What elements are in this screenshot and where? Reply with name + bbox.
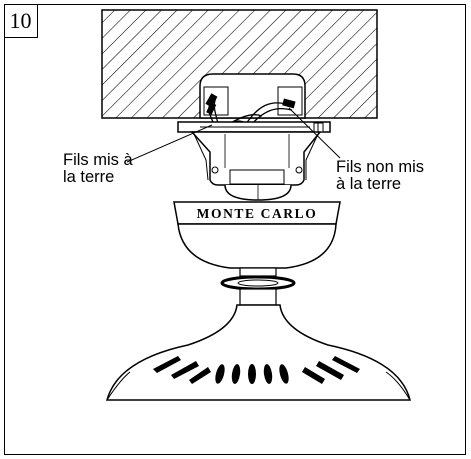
wire-connectors bbox=[205, 93, 296, 115]
junction-box-slot-right bbox=[277, 86, 303, 116]
canopy bbox=[190, 131, 322, 186]
coupling-top bbox=[239, 267, 277, 277]
label-grounded-wires: Fils mis à la terre bbox=[63, 151, 133, 186]
coupling-stem bbox=[239, 288, 277, 306]
leader-line-grounded bbox=[126, 124, 213, 163]
junction-box bbox=[199, 73, 306, 119]
step-number: 10 bbox=[4, 4, 38, 38]
motor-housing bbox=[177, 223, 337, 269]
leader-line-ungrounded bbox=[288, 107, 341, 159]
label-ungrounded-wires: Fils non mis à la terre bbox=[336, 158, 425, 193]
vent-slots bbox=[153, 356, 360, 384]
lower-housing bbox=[106, 304, 411, 401]
brand-text: MONTE CARLO bbox=[197, 206, 318, 221]
